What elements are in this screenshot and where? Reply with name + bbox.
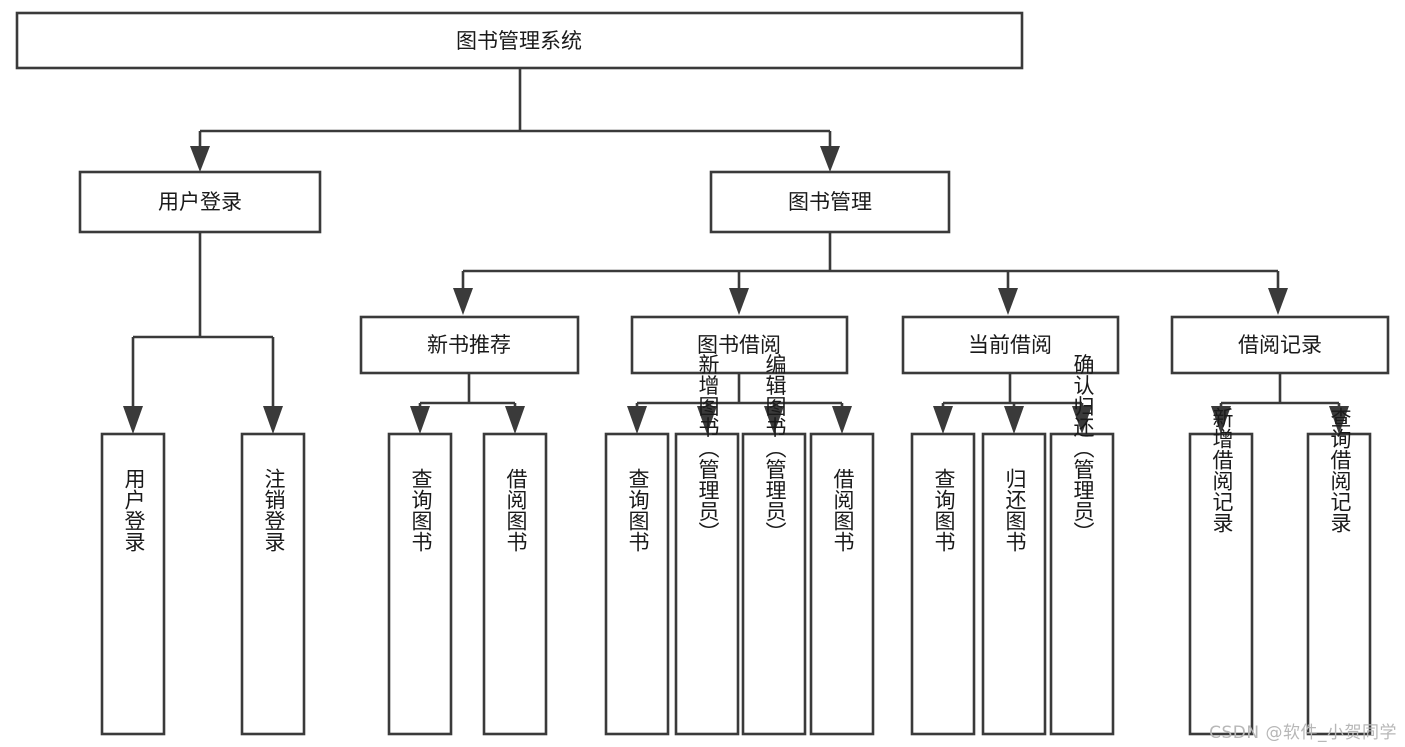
node-root-label: 图书管理系统 (456, 29, 582, 53)
node-borrow-record[interactable]: 借阅记录 (1170, 315, 1390, 375)
node-book-management[interactable]: 图书管理 (709, 170, 951, 234)
arrow-head-cb-leaf-3 (1072, 406, 1092, 434)
arrow-head-new-book-recommend (453, 288, 473, 315)
node-new-book-recommend-label: 新书推荐 (427, 333, 511, 357)
leaf-bb-borrow-book[interactable]: 借阅图书 (809, 432, 875, 736)
node-book-management-box[interactable] (709, 170, 951, 234)
arrow-head-current-borrow (998, 288, 1018, 315)
leaf-logout-box[interactable] (240, 432, 306, 736)
leaf-bb-add-book-admin-label: 新增图书（管理员） (696, 354, 720, 543)
leaf-cb-return-book-label: 归还图书 (1003, 468, 1027, 552)
node-book-borrow-label: 图书借阅 (697, 333, 781, 357)
leaf-br-add-record-label: 新增借阅记录 (1210, 407, 1234, 533)
leaf-cb-confirm-return-admin[interactable]: 确认归还（管理员） (1049, 354, 1115, 736)
node-borrow-record-box[interactable] (1170, 315, 1390, 375)
node-current-borrow-box[interactable] (901, 315, 1120, 375)
leaf-cb-query-book-box[interactable] (910, 432, 976, 736)
leaf-user-login-box[interactable] (100, 432, 166, 736)
arrow-head-cb-leaf-1 (933, 406, 953, 434)
node-user-login-box[interactable] (78, 170, 322, 234)
leaf-cb-return-book-box[interactable] (981, 432, 1047, 736)
arrow-head-book-borrow (729, 288, 749, 315)
arrow-head-nbr-leaf-1 (410, 406, 430, 434)
leaf-bb-query-book[interactable]: 查询图书 (604, 432, 670, 736)
leaf-cb-return-book[interactable]: 归还图书 (981, 432, 1047, 736)
node-current-borrow[interactable]: 当前借阅 (901, 315, 1120, 375)
leaf-nbr-query-book-label: 查询图书 (409, 468, 433, 552)
leaf-logout[interactable]: 注销登录 (240, 432, 306, 736)
leaf-bb-edit-book-admin[interactable]: 编辑图书（管理员） (741, 354, 807, 736)
leaf-user-login-label: 用户登录 (122, 468, 146, 552)
leaf-cb-query-book-label: 查询图书 (932, 468, 956, 552)
node-root-box[interactable] (15, 11, 1024, 70)
leaf-bb-add-book-admin[interactable]: 新增图书（管理员） (674, 354, 740, 736)
leaf-bb-edit-book-admin-label: 编辑图书（管理员） (763, 354, 787, 543)
node-current-borrow-label: 当前借阅 (968, 333, 1052, 357)
arrow-head-bb-leaf-3 (764, 406, 784, 434)
arrow-head-book-manage (820, 146, 840, 172)
arrow-head-br-leaf-1 (1211, 406, 1231, 434)
arrow-head-bb-leaf-1 (627, 406, 647, 434)
leaf-cb-query-book[interactable]: 查询图书 (910, 432, 976, 736)
arrow-head-bb-leaf-4 (832, 406, 852, 434)
leaf-logout-label: 注销登录 (262, 468, 286, 552)
leaf-bb-edit-book-admin-box[interactable] (741, 432, 807, 736)
leaf-bb-query-book-box[interactable] (604, 432, 670, 736)
leaf-nbr-borrow-book[interactable]: 借阅图书 (482, 432, 548, 736)
connector-group-book-manage (453, 232, 1288, 315)
node-root-book-management-system[interactable]: 图书管理系统 (15, 11, 1024, 70)
connector-group-root (190, 68, 840, 172)
leaf-br-add-record[interactable]: 新增借阅记录 (1188, 407, 1254, 736)
leaf-nbr-borrow-book-box[interactable] (482, 432, 548, 736)
connector-group-user-login (123, 232, 283, 434)
arrow-head-bb-leaf-2 (697, 406, 717, 434)
node-new-book-recommend-box[interactable] (359, 315, 580, 375)
leaf-bb-add-book-admin-box[interactable] (674, 432, 740, 736)
node-book-borrow-box[interactable] (630, 315, 849, 375)
node-book-borrow[interactable]: 图书借阅 (630, 315, 849, 375)
leaf-cb-confirm-return-admin-box[interactable] (1049, 432, 1115, 736)
leaf-nbr-borrow-book-label: 借阅图书 (504, 468, 528, 552)
arrow-head-user-login (190, 146, 210, 172)
arrow-head-cb-leaf-2 (1004, 406, 1024, 434)
leaf-user-login[interactable]: 用户登录 (100, 432, 166, 736)
arrow-head-nbr-leaf-2 (505, 406, 525, 434)
leaf-nbr-query-book[interactable]: 查询图书 (387, 432, 453, 736)
leaf-br-query-record-box[interactable] (1306, 432, 1372, 736)
connector-group-borrow-record (1211, 373, 1349, 434)
leaf-br-query-record-label: 查询借阅记录 (1328, 407, 1352, 533)
leaf-cb-confirm-return-admin-label: 确认归还（管理员） (1071, 354, 1095, 543)
arrow-head-leaf-logout (263, 406, 283, 434)
node-user-login-label: 用户登录 (158, 190, 242, 214)
arrow-head-leaf-user-login (123, 406, 143, 434)
node-user-login[interactable]: 用户登录 (78, 170, 322, 234)
node-borrow-record-label: 借阅记录 (1238, 333, 1322, 357)
connector-group-book-borrow (627, 373, 852, 434)
node-new-book-recommend[interactable]: 新书推荐 (359, 315, 580, 375)
leaf-br-query-record[interactable]: 查询借阅记录 (1306, 407, 1372, 736)
leaf-nbr-query-book-box[interactable] (387, 432, 453, 736)
connector-group-new-book-recommend (410, 373, 525, 434)
leaf-bb-query-book-label: 查询图书 (626, 468, 650, 552)
arrow-head-borrow-record (1268, 288, 1288, 315)
leaf-bb-borrow-book-label: 借阅图书 (831, 468, 855, 552)
leaf-bb-borrow-book-box[interactable] (809, 432, 875, 736)
leaf-br-add-record-box[interactable] (1188, 432, 1254, 736)
arrow-head-br-leaf-2 (1329, 406, 1349, 434)
node-book-management-label: 图书管理 (788, 190, 872, 214)
connector-group-current-borrow (933, 373, 1092, 434)
